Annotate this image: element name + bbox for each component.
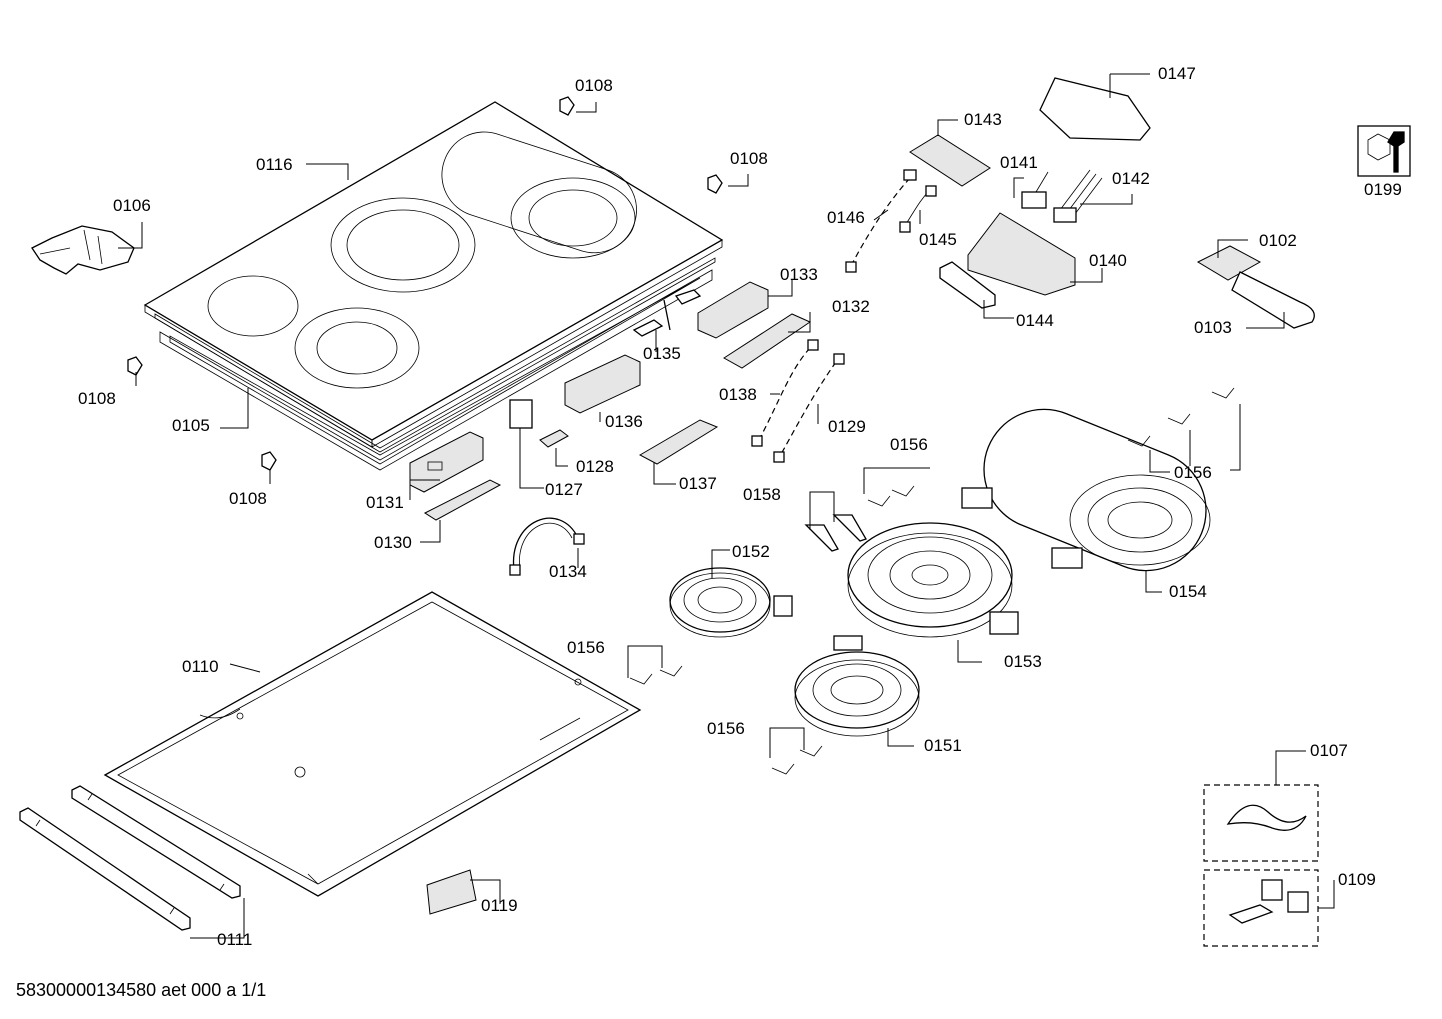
part-label-0108: 0108 <box>78 389 116 408</box>
part-label-0158: 0158 <box>743 485 781 504</box>
part-label-0133: 0133 <box>780 265 818 284</box>
part-label-0128: 0128 <box>576 457 614 476</box>
part-label-0111: 0111 <box>217 930 252 949</box>
accessory-kit-boxes <box>1203 784 1319 947</box>
part-label-0106: 0106 <box>113 196 151 215</box>
bottom-tray-part <box>103 591 642 897</box>
part-label-0156: 0156 <box>707 719 745 738</box>
tool-parts <box>1196 245 1315 329</box>
part-label-0127: 0127 <box>545 480 583 499</box>
part-label-0141: 0141 <box>1000 153 1038 172</box>
leader-lines <box>118 73 1335 939</box>
part-label-0129: 0129 <box>828 417 866 436</box>
spring-clips <box>629 387 1235 775</box>
part-label-0136: 0136 <box>605 412 643 431</box>
part-label-0137: 0137 <box>679 474 717 493</box>
cable-harnesses <box>509 169 937 576</box>
part-label-0108: 0108 <box>229 489 267 508</box>
part-label-0138: 0138 <box>719 385 757 404</box>
control-boards <box>909 77 1151 309</box>
icon-label-0199: 0199 <box>1364 180 1402 199</box>
retaining-clip-part <box>127 96 723 471</box>
part-label-0156: 0156 <box>890 435 928 454</box>
part-label-0153: 0153 <box>1004 652 1042 671</box>
part-label-0102: 0102 <box>1259 231 1297 250</box>
wrench-nut-icon <box>1357 125 1411 177</box>
part-labels: 0108 0108 0108 0108 0116 0106 0105 0147 … <box>78 64 1402 949</box>
part-label-0142: 0142 <box>1112 169 1150 188</box>
cooktop-glass-part <box>143 101 724 453</box>
part-label-0143: 0143 <box>964 110 1002 129</box>
side-rail-part <box>19 785 241 931</box>
part-label-0134: 0134 <box>549 562 587 581</box>
part-label-0156: 0156 <box>1174 463 1212 482</box>
part-label-0116: 0116 <box>256 155 293 174</box>
part-label-0145: 0145 <box>919 230 957 249</box>
part-label-0131: 0131 <box>366 493 404 512</box>
part-label-0156: 0156 <box>567 638 605 657</box>
part-label-0152: 0152 <box>732 542 770 561</box>
part-label-0144: 0144 <box>1016 311 1054 330</box>
part-label-0103: 0103 <box>1194 318 1232 337</box>
part-label-0108: 0108 <box>730 149 768 168</box>
part-label-0154: 0154 <box>1169 582 1207 601</box>
part-label-0108: 0108 <box>575 76 613 95</box>
part-label-0147: 0147 <box>1158 64 1196 83</box>
part-label-0140: 0140 <box>1089 251 1127 270</box>
bracket-part <box>31 225 135 275</box>
radiant-heating-elements <box>669 408 1211 737</box>
rating-label-part <box>426 869 477 915</box>
part-label-0146: 0146 <box>827 208 865 227</box>
part-label-0110: 0110 <box>182 657 219 676</box>
electronics-modules <box>409 281 812 521</box>
part-label-0107: 0107 <box>1310 741 1348 760</box>
part-label-0105: 0105 <box>172 416 210 435</box>
gasket-frame-part <box>159 269 713 471</box>
part-label-0151: 0151 <box>924 736 962 755</box>
document-id: 58300000134580 aet 000 a 1/1 <box>16 980 267 1000</box>
part-label-0135: 0135 <box>643 344 681 363</box>
part-label-0130: 0130 <box>374 533 412 552</box>
part-label-0119: 0119 <box>481 896 518 915</box>
part-label-0109: 0109 <box>1338 870 1376 889</box>
part-label-0132: 0132 <box>832 297 870 316</box>
